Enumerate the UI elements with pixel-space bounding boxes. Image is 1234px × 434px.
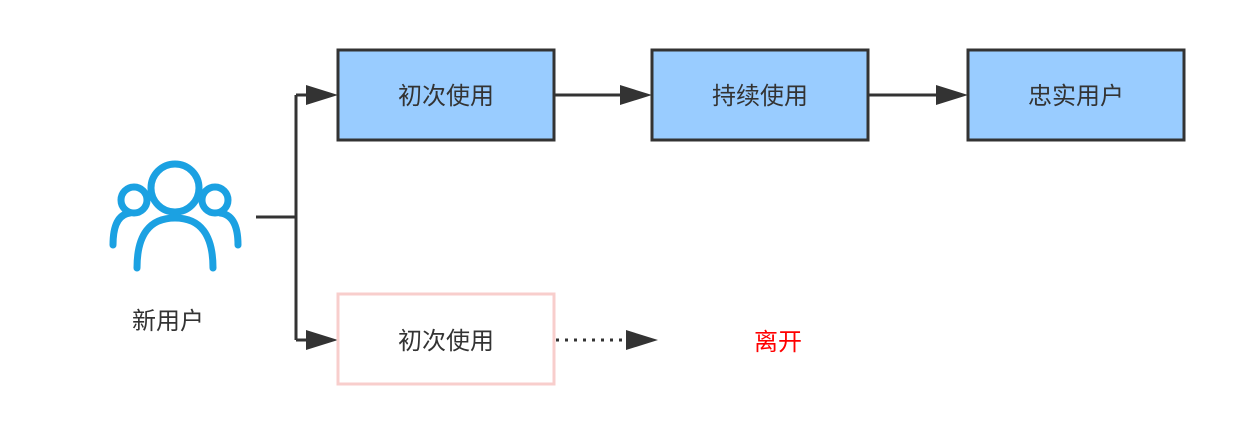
node-first-use-top-label: 初次使用 xyxy=(398,82,494,110)
node-loyal-user-label: 忠实用户 xyxy=(1028,82,1124,110)
arrow-first-to-continued xyxy=(554,85,652,105)
users-icon xyxy=(109,160,242,272)
leave-label: 离开 xyxy=(754,328,802,356)
arrow-continued-to-loyal xyxy=(868,85,968,105)
arrow-dotted-to-leave xyxy=(556,330,658,350)
arrowhead-top-branch xyxy=(306,85,338,105)
arrowhead-bottom-branch xyxy=(306,330,338,350)
node-first-use-top: 初次使用 xyxy=(336,48,556,142)
branch-connector xyxy=(256,93,308,342)
node-loyal-user: 忠实用户 xyxy=(966,48,1186,142)
node-continued-use: 持续使用 xyxy=(650,48,870,142)
node-first-use-bottom-label: 初次使用 xyxy=(398,327,494,355)
new-user-label: 新用户 xyxy=(132,307,204,335)
node-continued-use-label: 持续使用 xyxy=(712,82,808,110)
node-first-use-bottom: 初次使用 xyxy=(336,292,556,386)
